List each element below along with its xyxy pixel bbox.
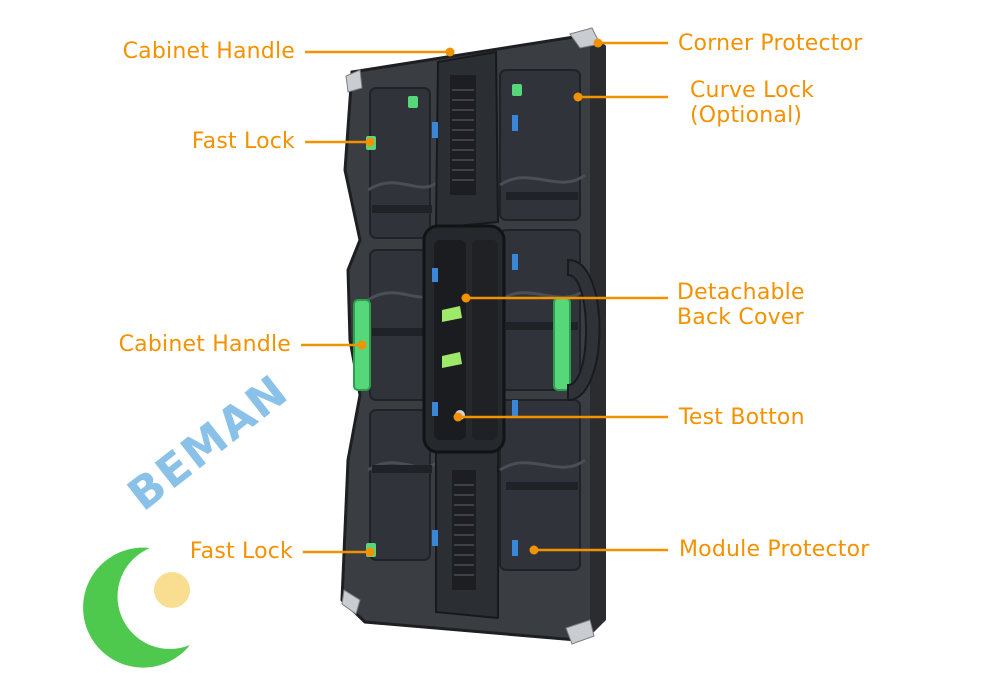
label-line-2: (Optional) [690, 103, 803, 128]
back-cover-shape [422, 224, 506, 454]
label-text: Fast Lock [189, 539, 293, 564]
label-detachable-back-cover: Detachable Back Cover [677, 280, 805, 330]
label-text: Module Protector [679, 537, 870, 562]
label-text: Fast Lock [191, 129, 295, 154]
label-text: Cabinet Handle [122, 39, 295, 64]
label-line-1: Curve Lock [690, 78, 815, 103]
callout-dots [357, 38, 603, 557]
label-cabinet-handle-mid: Cabinet Handle [119, 332, 291, 357]
label-text: Test Botton [679, 405, 805, 430]
label-text: Corner Protector [678, 31, 863, 56]
label-cabinet-handle-top: Cabinet Handle [123, 39, 295, 64]
central-spine [434, 50, 500, 620]
label-fast-lock-bottom: Fast Lock [190, 539, 293, 564]
crescent-sun-logo [83, 547, 190, 668]
label-text: Cabinet Handle [118, 332, 291, 357]
label-line-2: Back Cover [677, 305, 804, 330]
label-module-protector: Module Protector [679, 537, 869, 562]
callout-lines [301, 41, 668, 554]
label-curve-lock: Curve Lock (Optional) [690, 78, 814, 128]
corner-protectors [341, 27, 601, 645]
module-clips [432, 115, 518, 556]
label-corner-protector: Corner Protector [678, 31, 863, 56]
label-fast-lock-top: Fast Lock [192, 129, 295, 154]
label-line-1: Detachable [677, 280, 805, 305]
label-test-button: Test Botton [679, 405, 805, 430]
